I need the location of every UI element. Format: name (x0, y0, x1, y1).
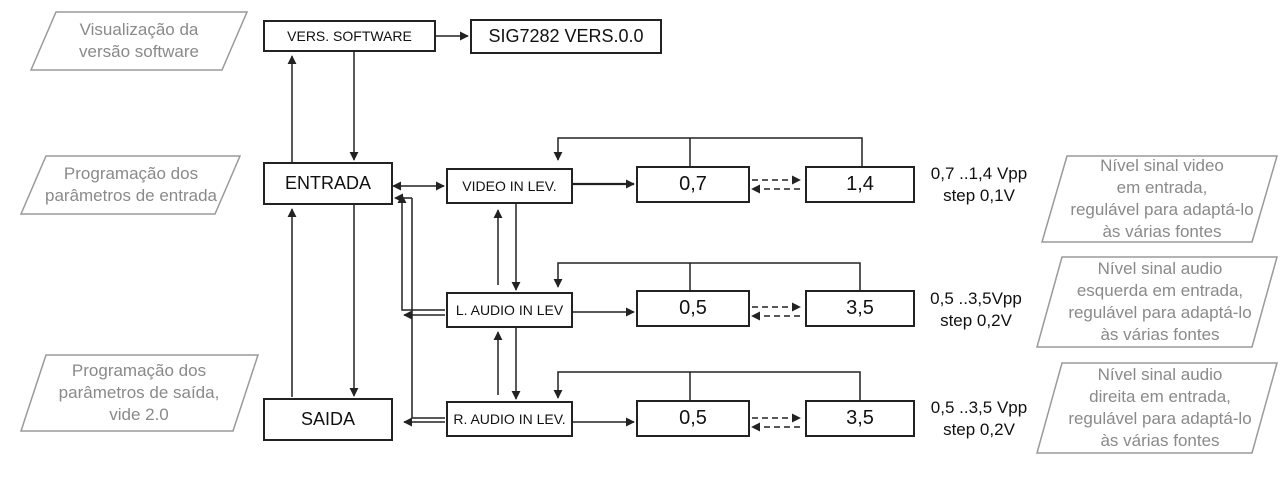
note-entrada-line-2: parâmetros de entrada (45, 186, 217, 205)
note-entrada-line-1: Programação dos (63, 164, 199, 183)
saida-box: SAIDA (263, 398, 393, 441)
note-saida-line-1: Programação dos (71, 361, 207, 380)
sig-version-box: SIG7282 VERS.0.0 (470, 19, 662, 54)
note-laudio-line-1: Nível sinal audio (1097, 259, 1223, 278)
video-range-label: 0,7 ..1,4 Vpp step 0,1V (912, 163, 1046, 207)
note-laudio-line-4: às várias fontes (1100, 325, 1220, 344)
note-raudio-line-3: regulável para adaptá-lo (1068, 409, 1252, 428)
video-in-lev-box: VIDEO IN LEV. (446, 168, 573, 204)
note-saida: Programação dos parâmetros de saída, vid… (28, 357, 250, 429)
laudio-max-box: 3,5 (805, 290, 915, 327)
note-video-line-2: em entrada, (1116, 178, 1208, 197)
note-frames (19, 11, 1278, 454)
note-laudio: Nível sinal audio esquerda em entrada, r… (1040, 257, 1280, 347)
laudio-range-line-1: 0,5 ..3,5Vpp (930, 289, 1022, 308)
raudio-min-box: 0,5 (636, 400, 750, 437)
r-audio-in-lev-box: R. AUDIO IN LEV. (446, 401, 573, 437)
note-video-line-3: regulável para adaptá-lo (1070, 200, 1254, 219)
laudio-range-label: 0,5 ..3,5Vpp step 0,2V (912, 288, 1040, 332)
note-software: Visualização da versão software (40, 13, 238, 69)
laudio-step-line: step 0,2V (940, 311, 1012, 330)
raudio-range-line-1: 0,5 ..3,5 Vpp (930, 398, 1028, 417)
note-video: Nível sinal video em entrada, regulável … (1044, 154, 1280, 244)
vers-software-box: VERS. SOFTWARE (263, 20, 436, 52)
note-laudio-line-2: esquerda em entrada, (1076, 281, 1244, 300)
note-software-line-2: versão software (79, 42, 199, 61)
note-raudio: Nível sinal audio direita em entrada, re… (1040, 363, 1280, 453)
raudio-range-label: 0,5 ..3,5 Vpp step 0,2V (912, 397, 1046, 441)
video-min-box: 0,7 (636, 166, 750, 203)
note-video-line-4: às várias fontes (1102, 222, 1222, 241)
note-video-line-1: Nível sinal video (1100, 156, 1224, 175)
l-audio-in-lev-box: L. AUDIO IN LEV (446, 292, 573, 328)
raudio-step-line: step 0,2V (943, 420, 1015, 439)
note-raudio-line-1: Nível sinal audio (1097, 365, 1223, 384)
video-range-line-1: 0,7 ..1,4 Vpp (930, 164, 1028, 183)
note-raudio-line-2: direita em entrada, (1089, 387, 1231, 406)
video-step-line: step 0,1V (943, 186, 1015, 205)
note-saida-line-2: parâmetros de saída, (58, 383, 220, 402)
note-saida-line-3: vide 2.0 (109, 405, 169, 424)
note-laudio-line-3: regulável para adaptá-lo (1068, 303, 1252, 322)
note-software-line-1: Visualização da (79, 20, 199, 39)
video-max-box: 1,4 (805, 166, 915, 203)
note-raudio-line-4: às várias fontes (1100, 431, 1220, 450)
entrada-box: ENTRADA (263, 162, 393, 205)
note-entrada: Programação dos parâmetros de entrada (26, 157, 236, 213)
raudio-max-box: 3,5 (805, 400, 915, 437)
laudio-min-box: 0,5 (636, 290, 750, 327)
